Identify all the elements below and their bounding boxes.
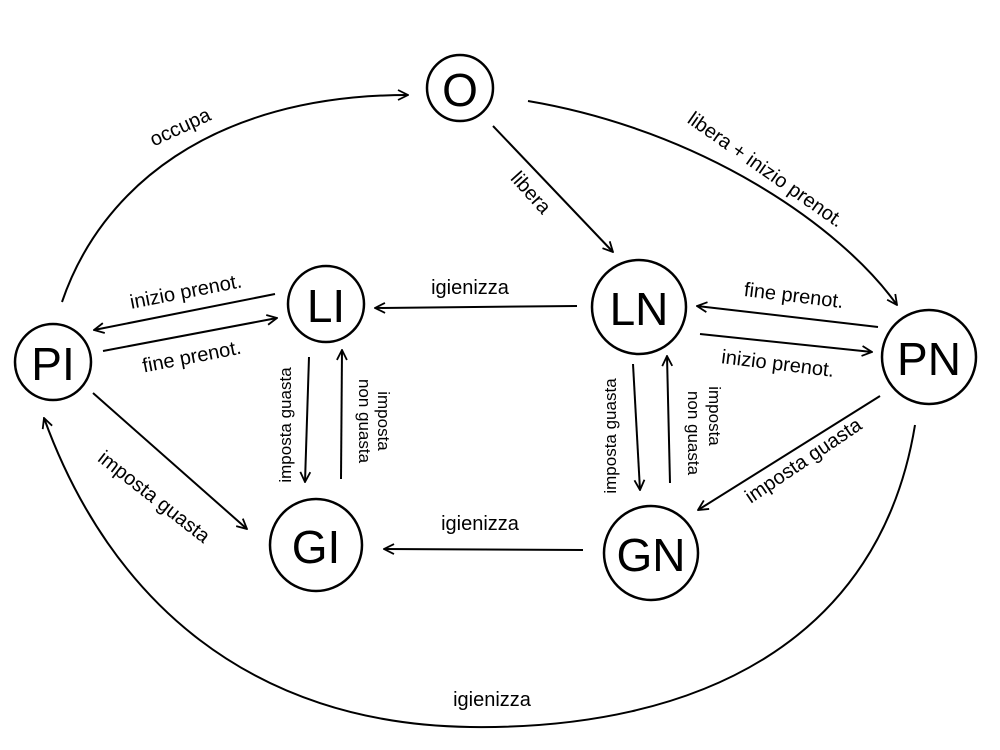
edge-ln-to-gn: [632, 363, 640, 490]
node-pn: PN: [880, 308, 978, 406]
edge-gn-to-gi: [384, 549, 584, 550]
edge-label-pn-pi-igienizza: igienizza: [453, 689, 532, 711]
edge-label-pi-gi-imposta-guasta: imposta guasta: [93, 447, 214, 548]
edge-o-to-pn: [527, 100, 897, 305]
edge-label-gi-li-imposta: imposta: [374, 391, 393, 451]
edge-label-gn-gi-igienizza: igienizza: [441, 513, 520, 535]
node-o-label: O: [442, 64, 478, 116]
edge-label-gi-li-non-guasta: non guasta: [355, 379, 374, 464]
node-ln-label: LN: [610, 283, 669, 335]
edge-gi-to-li: [341, 350, 342, 480]
edge-o-to-ln: [492, 125, 613, 252]
node-li: LI: [286, 264, 366, 344]
node-gi-label: GI: [292, 521, 341, 573]
edge-pi-to-gi: [92, 392, 247, 529]
node-gi: GI: [268, 497, 364, 593]
edge-label-pn-gn-imposta-guasta: imposta guasta: [741, 413, 866, 508]
edge-label-libera: libera: [506, 167, 556, 219]
edge-label-ln-gn-imposta-guasta: imposta guasta: [601, 378, 620, 494]
edge-label-ln-li-igienizza: igienizza: [431, 277, 510, 299]
edge-ln-to-pn: [699, 333, 872, 352]
edge-label-pi-li-fine-prenot: fine prenot.: [141, 337, 243, 378]
edge-pn-to-pi: [44, 418, 916, 729]
edge-label-pn-ln-fine-prenot: fine prenot.: [743, 279, 845, 313]
edge-li-to-gi: [305, 356, 309, 482]
edge-pn-to-ln: [697, 306, 879, 328]
edge-label-li-gi-imposta-guasta: imposta guasta: [276, 367, 295, 483]
node-o: O: [425, 53, 495, 123]
edge-label-ln-pn-inizio-prenot: inizio prenot.: [720, 346, 835, 382]
edge-pn-to-gn: [698, 395, 881, 510]
edge-ln-to-li: [375, 306, 578, 308]
node-gn: GN: [602, 504, 700, 602]
edge-pi-to-li: [102, 318, 277, 352]
node-pn-label: PN: [897, 333, 961, 385]
edge-li-to-pi: [94, 293, 276, 330]
edge-pi-to-o: [61, 95, 408, 303]
node-li-label: LI: [307, 280, 345, 332]
edge-label-libera-inizio-prenot: libera + inizio prenot.: [683, 108, 847, 232]
node-gn-label: GN: [617, 529, 686, 581]
edge-gn-to-ln: [667, 356, 670, 484]
edge-label-li-pi-inizio-prenot: inizio prenot.: [128, 270, 244, 313]
node-pi-label: PI: [31, 338, 74, 390]
node-pi: PI: [13, 322, 93, 402]
edge-label-occupa: occupa: [147, 104, 216, 152]
node-ln: LN: [590, 258, 688, 356]
edge-label-gn-ln-imposta: imposta: [705, 386, 724, 446]
edge-label-gn-ln-non-guasta: non guasta: [684, 391, 703, 476]
